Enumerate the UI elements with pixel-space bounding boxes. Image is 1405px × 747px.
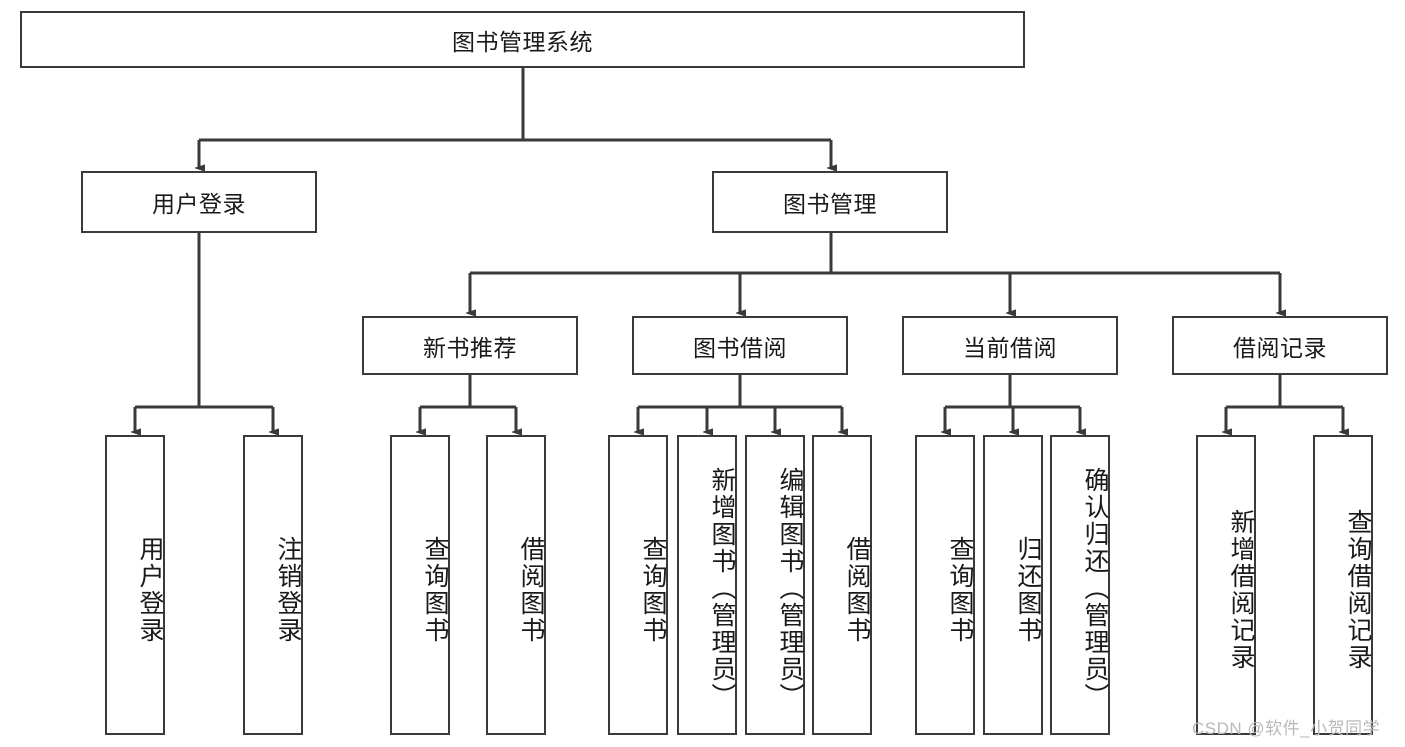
node-book-borrow[interactable]: 图书借阅 <box>632 316 848 375</box>
csdn-watermark: CSDN @软件_小贺同学 <box>1192 719 1381 738</box>
node-borrow-record[interactable]: 借阅记录 <box>1172 316 1388 375</box>
node-leaf-borrow-book[interactable]: 借阅图书 <box>812 435 872 735</box>
node-leaf-query-book-rec[interactable]: 查询图书 <box>390 435 450 735</box>
node-leaf-logout[interactable]: 注销登录 <box>243 435 303 735</box>
node-new-book-recommend[interactable]: 新书推荐 <box>362 316 578 375</box>
node-leaf-user-login[interactable]: 用户登录 <box>105 435 165 735</box>
node-leaf-add-book[interactable]: 新增图书（管理员） <box>677 435 737 735</box>
node-root[interactable]: 图书管理系统 <box>20 11 1025 68</box>
node-book-management[interactable]: 图书管理 <box>712 171 948 233</box>
node-leaf-return-book[interactable]: 归还图书 <box>983 435 1043 735</box>
node-leaf-borrow-book-rec[interactable]: 借阅图书 <box>486 435 546 735</box>
node-leaf-query-book-borrow[interactable]: 查询图书 <box>608 435 668 735</box>
node-leaf-add-record[interactable]: 新增借阅记录 <box>1196 435 1256 735</box>
node-current-borrow[interactable]: 当前借阅 <box>902 316 1118 375</box>
node-user-login[interactable]: 用户登录 <box>81 171 317 233</box>
node-leaf-edit-book[interactable]: 编辑图书（管理员） <box>745 435 805 735</box>
node-leaf-query-book-current[interactable]: 查询图书 <box>915 435 975 735</box>
node-leaf-confirm-return[interactable]: 确认归还（管理员） <box>1050 435 1110 735</box>
node-leaf-query-record[interactable]: 查询借阅记录 <box>1313 435 1373 735</box>
